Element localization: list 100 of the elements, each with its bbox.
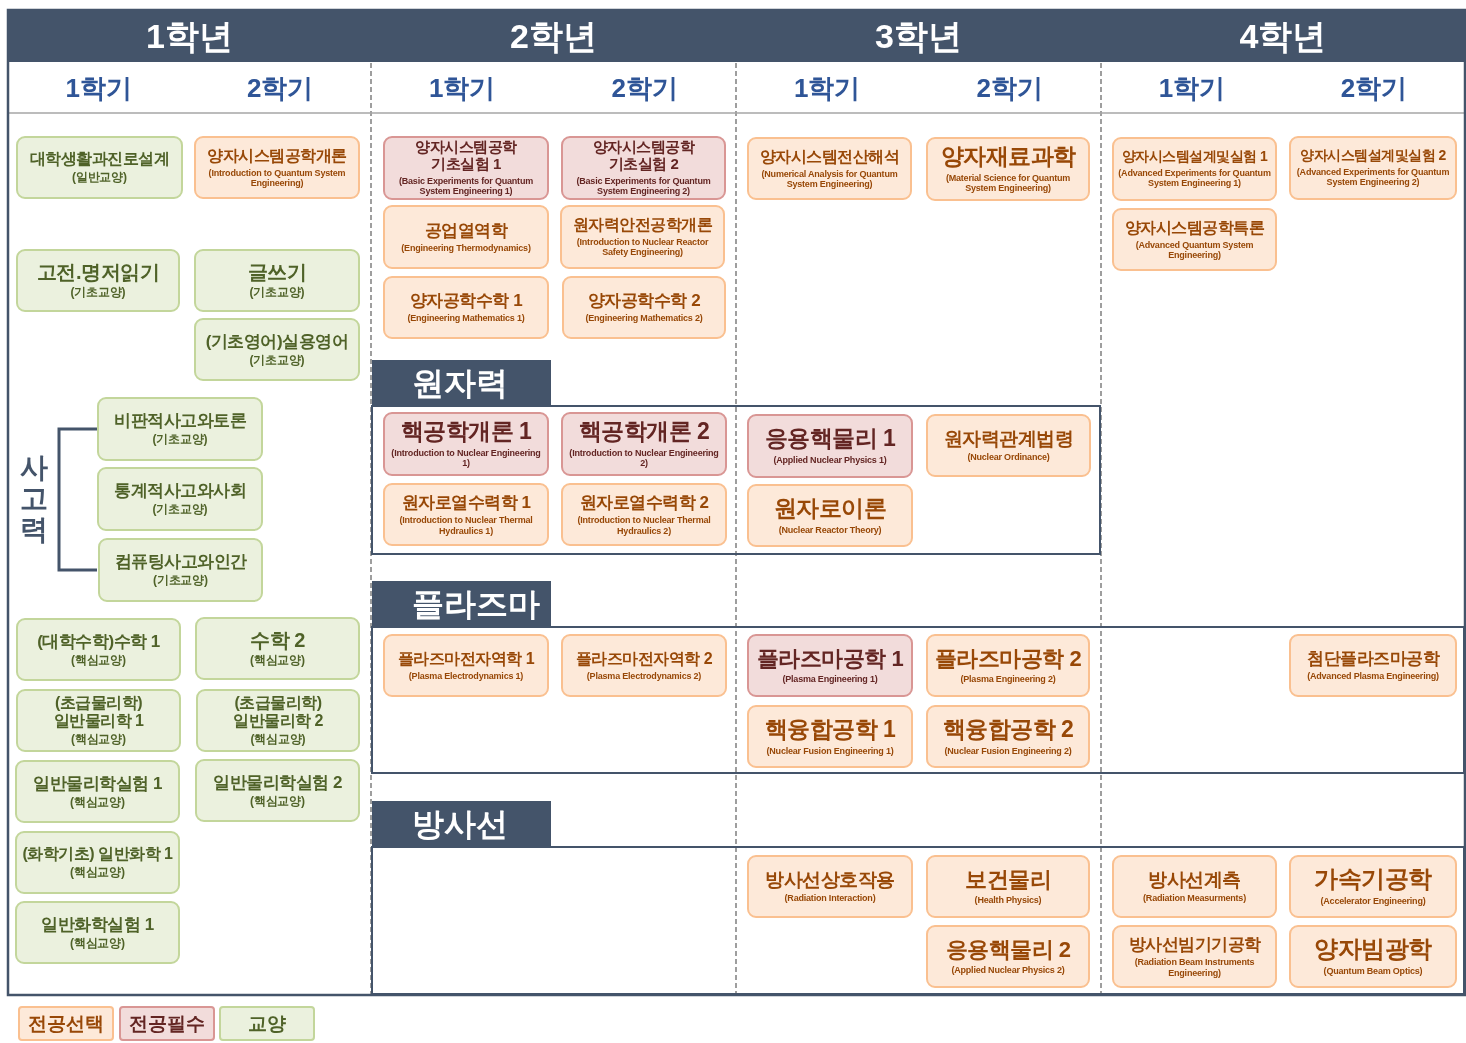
course-subtitle: (Basic Experiments for Quantum System Engineering 1) bbox=[397, 175, 534, 197]
course-subtitle: (Advanced Quantum System Engineering) bbox=[1134, 239, 1255, 261]
course-subtitle: (기초교양) bbox=[152, 503, 208, 517]
course-title: 양자시스템공학 기초실험 1 bbox=[414, 139, 518, 173]
course-title: 컴퓨팅사고와인간 bbox=[114, 552, 247, 572]
legend-item: 전공필수 bbox=[119, 1006, 215, 1041]
course-subtitle: (핵심교양) bbox=[70, 936, 125, 951]
course-subtitle: (핵심교양) bbox=[250, 654, 305, 669]
course-title: 원자력안전공학개론 bbox=[572, 216, 713, 235]
semester-heading: 1학기 bbox=[64, 72, 133, 105]
course-title: 방사선상호작용 bbox=[765, 869, 895, 891]
semester-heading: 2학기 bbox=[975, 72, 1044, 105]
course-box bbox=[194, 249, 360, 312]
course-box bbox=[97, 467, 263, 531]
course-box bbox=[1112, 925, 1277, 988]
course-title: 응용핵물리 2 bbox=[945, 937, 1071, 963]
course-subtitle: (Radiation Beam Instruments Engineering) bbox=[1133, 957, 1256, 978]
course-subtitle: (핵심교양) bbox=[70, 866, 125, 880]
course-box bbox=[926, 414, 1091, 477]
course-box bbox=[561, 136, 726, 200]
course-subtitle: (핵심교양) bbox=[250, 733, 306, 747]
course-box bbox=[747, 855, 913, 918]
course-subtitle: (핵심교양) bbox=[71, 733, 126, 747]
course-title: 첨단플라즈마공학 bbox=[1307, 649, 1439, 669]
course-title: 비판적사고와토론 bbox=[114, 411, 246, 431]
course-title: 글쓰기 bbox=[247, 260, 307, 284]
course-title: 고전.명저읽기 bbox=[36, 260, 160, 284]
course-box bbox=[1289, 855, 1457, 918]
course-title: 양자시스템공학개론 bbox=[207, 146, 347, 165]
course-subtitle: (일반교양) bbox=[72, 171, 127, 185]
course-title: 원자로이론 bbox=[773, 495, 887, 522]
course-box bbox=[383, 136, 549, 200]
course-subtitle: (Engineering Mathematics 1) bbox=[407, 313, 525, 324]
course-box bbox=[196, 689, 360, 752]
course-box bbox=[15, 831, 180, 894]
course-box bbox=[926, 925, 1090, 988]
course-box bbox=[15, 760, 180, 823]
course-box bbox=[747, 484, 913, 547]
course-subtitle: (기초교양) bbox=[70, 286, 126, 301]
course-box bbox=[561, 412, 727, 476]
course-box bbox=[16, 249, 180, 312]
course-subtitle: (Material Science for Quantum System Engineering) bbox=[944, 173, 1072, 194]
course-subtitle: (Nuclear Fusion Engineering 1) bbox=[766, 745, 894, 757]
course-subtitle: (Radiation Measurments) bbox=[1143, 893, 1246, 904]
course-box bbox=[747, 137, 912, 200]
course-subtitle: (Radiation Interaction) bbox=[784, 893, 876, 904]
course-subtitle: (Introduction to Nuclear Thermal Hydraulics 1) bbox=[398, 515, 534, 536]
course-subtitle: (핵심교양) bbox=[250, 794, 305, 809]
semester-heading: 2학기 bbox=[610, 72, 679, 105]
course-box bbox=[194, 136, 360, 199]
course-box bbox=[926, 855, 1090, 918]
course-box bbox=[97, 397, 263, 461]
course-title: 일반물리학실험 2 bbox=[213, 772, 342, 792]
course-title: 양자재료과학 bbox=[940, 144, 1076, 171]
course-subtitle: (Engineering Thermodynamics) bbox=[401, 242, 531, 254]
semester-heading: 1학기 bbox=[428, 72, 497, 105]
course-subtitle: (Introduction to Quantum System Engineering) bbox=[207, 167, 347, 189]
course-title: 플라즈마공학 2 bbox=[934, 646, 1082, 672]
course-box bbox=[16, 689, 181, 752]
course-subtitle: (Quantum Beam Optics) bbox=[1323, 966, 1423, 977]
vertical-heading: 사고력 bbox=[19, 452, 49, 545]
course-title: 일반물리학실험 1 bbox=[33, 773, 162, 793]
course-subtitle: (Nuclear Ordinance) bbox=[967, 452, 1050, 463]
course-title: 양자시스템공학 기초실험 2 bbox=[591, 139, 696, 173]
course-title: 통계적사고와사회 bbox=[114, 481, 246, 501]
course-title: 방사선계측 bbox=[1148, 869, 1241, 891]
course-subtitle: (Introduction to Nuclear Engineering 1) bbox=[390, 448, 542, 469]
course-box bbox=[195, 617, 360, 680]
course-box bbox=[561, 483, 727, 546]
course-title: 공업열역학 bbox=[424, 220, 508, 240]
course-box bbox=[383, 276, 549, 339]
course-subtitle: (Plasma Electrodynamics 2) bbox=[586, 670, 702, 682]
course-title: (화학기초) 일반화학 1 bbox=[22, 845, 173, 864]
course-subtitle: (Introduction to Nuclear Thermal Hydraulics 2) bbox=[576, 515, 712, 536]
semester-heading: 1학기 bbox=[793, 72, 862, 105]
track-heading: 원자력 bbox=[372, 360, 551, 406]
course-box bbox=[562, 276, 726, 339]
year-heading: 3학년 bbox=[874, 16, 963, 57]
course-box bbox=[98, 538, 263, 602]
legend-item: 전공선택 bbox=[18, 1006, 114, 1041]
course-title: 원자로열수력학 1 bbox=[401, 493, 531, 513]
course-title: 양자공학수학 2 bbox=[587, 291, 701, 311]
course-box bbox=[1289, 925, 1457, 988]
course-subtitle: (핵심교양) bbox=[70, 795, 125, 810]
course-title: (기초영어)실용영어 bbox=[205, 331, 349, 351]
course-box bbox=[16, 136, 183, 199]
course-subtitle: (Basic Experiments for Quantum System Engineering 2) bbox=[575, 175, 712, 197]
course-box bbox=[561, 634, 727, 697]
course-box bbox=[383, 205, 549, 269]
course-title: 플라즈마공학 1 bbox=[756, 646, 904, 672]
course-box bbox=[1112, 855, 1277, 918]
course-title: 양자시스템설계및실험 2 bbox=[1300, 148, 1446, 164]
course-box bbox=[560, 205, 725, 269]
semester-heading: 2학기 bbox=[1339, 72, 1409, 105]
course-subtitle: (Introduction to Nuclear Engineering 2) bbox=[568, 448, 720, 469]
course-box bbox=[1289, 634, 1457, 697]
course-box bbox=[1112, 137, 1277, 201]
course-subtitle: (Plasma Engineering 2) bbox=[960, 674, 1056, 685]
course-title: 핵융합공학 1 bbox=[764, 716, 896, 743]
course-title: 양자시스템전산해석 bbox=[759, 147, 900, 166]
